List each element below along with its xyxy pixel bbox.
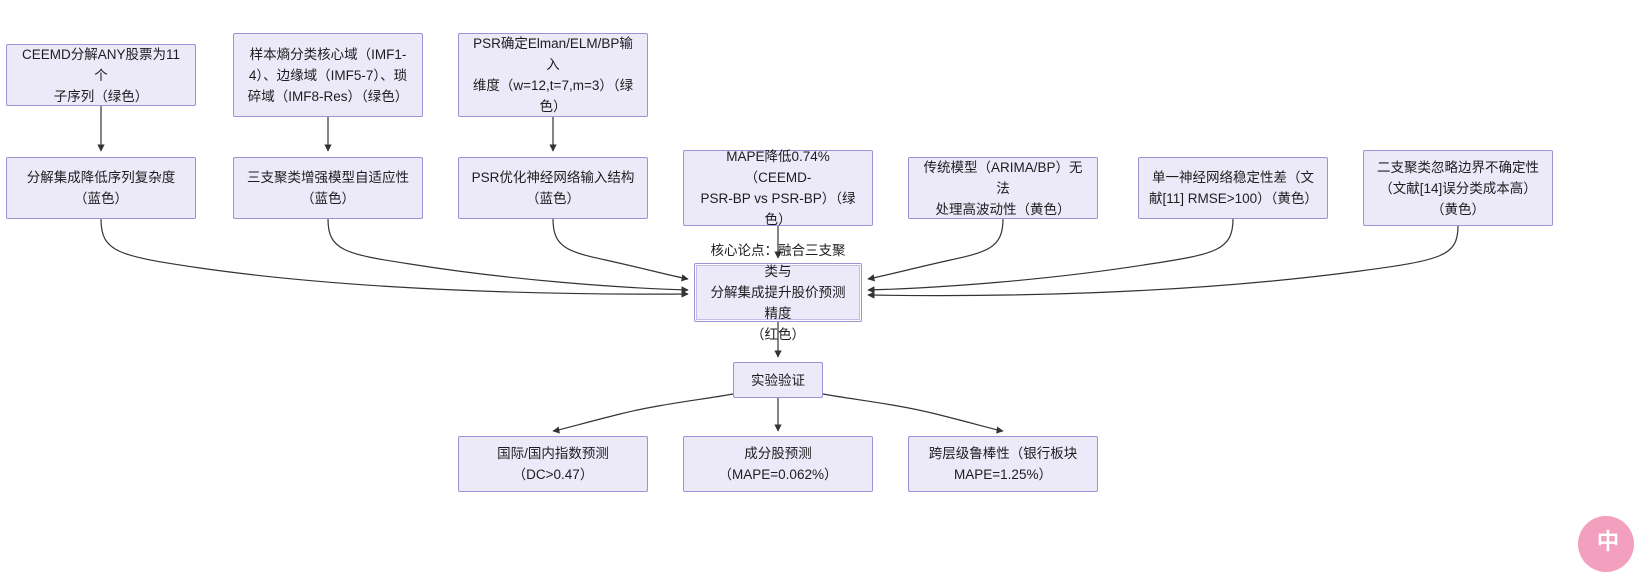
node-two-way-clustering-boundary[interactable]: 二支聚类忽略边界不确定性 （文献[14]误分类成本高） （黄色） — [1363, 150, 1553, 226]
node-three-way-clustering-adaptive-label: 三支聚类增强模型自适应性 （蓝色） — [247, 170, 409, 206]
node-psr-input-dimension-label: PSR确定Elman/ELM/BP输入 维度（w=12,t=7,m=3）（绿 色… — [472, 36, 634, 114]
edge-experiment-to-robust — [822, 393, 1004, 434]
node-psr-optimize-network-input-label: PSR优化神经网络输入结构 （蓝色） — [471, 170, 635, 206]
node-lower-sequence-complexity[interactable]: 分解集成降低序列复杂度 （蓝色） — [6, 157, 196, 219]
node-cross-level-robustness-label: 跨层级鲁棒性（银行板块 MAPE=1.25%） — [928, 446, 1078, 482]
node-traditional-model-limit-label: 传统模型（ARIMA/BP）无法 处理高波动性（黄色） — [923, 159, 1083, 217]
node-ceemd-decompose[interactable]: CEEMD分解ANY股票为11个 子序列（绿色） — [6, 44, 196, 106]
node-core-argument[interactable]: 核心论点：融合三支聚类与 分解集成提升股价预测精度 （红色） — [694, 243, 862, 342]
node-index-forecast[interactable]: 国际/国内指数预测 （DC>0.47） — [458, 436, 648, 492]
edge-three-way-to-core — [327, 218, 689, 294]
node-lower-sequence-complexity-label: 分解集成降低序列复杂度 （蓝色） — [26, 170, 176, 206]
edge-psr-optimize-to-core — [552, 218, 689, 282]
edge-traditional-to-core — [867, 218, 1004, 282]
node-sample-entropy[interactable]: 样本熵分类核心域（IMF1- 4）、边缘域（IMF5-7）、琐 碎域（IMF8-… — [233, 33, 423, 117]
watermark-badge: 中 — [1578, 516, 1634, 572]
node-traditional-model-limit[interactable]: 传统模型（ARIMA/BP）无法 处理高波动性（黄色） — [908, 157, 1098, 219]
node-experiment-validation[interactable]: 实验验证 — [733, 362, 823, 398]
node-two-way-clustering-boundary-label: 二支聚类忽略边界不确定性 （文献[14]误分类成本高） （黄色） — [1377, 159, 1539, 217]
watermark-text: 中 — [1596, 529, 1619, 554]
node-single-network-instability[interactable]: 单一神经网络稳定性差（文 献[11] RMSE>100）（黄色） — [1138, 157, 1328, 219]
node-core-argument-label: 核心论点：融合三支聚类与 分解集成提升股价预测精度 （红色） — [710, 243, 846, 342]
node-experiment-validation-label: 实验验证 — [751, 372, 805, 388]
edge-lower-complexity-to-core — [100, 218, 689, 298]
edge-two-way-to-core — [867, 225, 1459, 299]
node-cross-level-robustness[interactable]: 跨层级鲁棒性（银行板块 MAPE=1.25%） — [908, 436, 1098, 492]
edge-experiment-to-index — [552, 393, 734, 434]
node-psr-optimize-network-input[interactable]: PSR优化神经网络输入结构 （蓝色） — [458, 157, 648, 219]
node-psr-input-dimension[interactable]: PSR确定Elman/ELM/BP输入 维度（w=12,t=7,m=3）（绿 色… — [458, 33, 648, 117]
node-three-way-clustering-adaptive[interactable]: 三支聚类增强模型自适应性 （蓝色） — [233, 157, 423, 219]
node-single-network-instability-label: 单一神经网络稳定性差（文 献[11] RMSE>100）（黄色） — [1149, 170, 1318, 206]
node-ceemd-decompose-label: CEEMD分解ANY股票为11个 子序列（绿色） — [21, 46, 181, 104]
node-sample-entropy-label: 样本熵分类核心域（IMF1- 4）、边缘域（IMF5-7）、琐 碎域（IMF8-… — [247, 46, 409, 104]
edge-single-nn-to-core — [867, 218, 1234, 294]
node-mape-reduction-label: MAPE降低0.74%（CEEMD- PSR-BP vs PSR-BP）（绿 色… — [700, 149, 856, 227]
node-mape-reduction[interactable]: MAPE降低0.74%（CEEMD- PSR-BP vs PSR-BP）（绿 色… — [683, 149, 873, 227]
node-constituent-stock-forecast-label: 成分股预测 （MAPE=0.062%） — [718, 446, 838, 482]
node-constituent-stock-forecast[interactable]: 成分股预测 （MAPE=0.062%） — [683, 436, 873, 492]
node-index-forecast-label: 国际/国内指数预测 （DC>0.47） — [497, 446, 609, 482]
